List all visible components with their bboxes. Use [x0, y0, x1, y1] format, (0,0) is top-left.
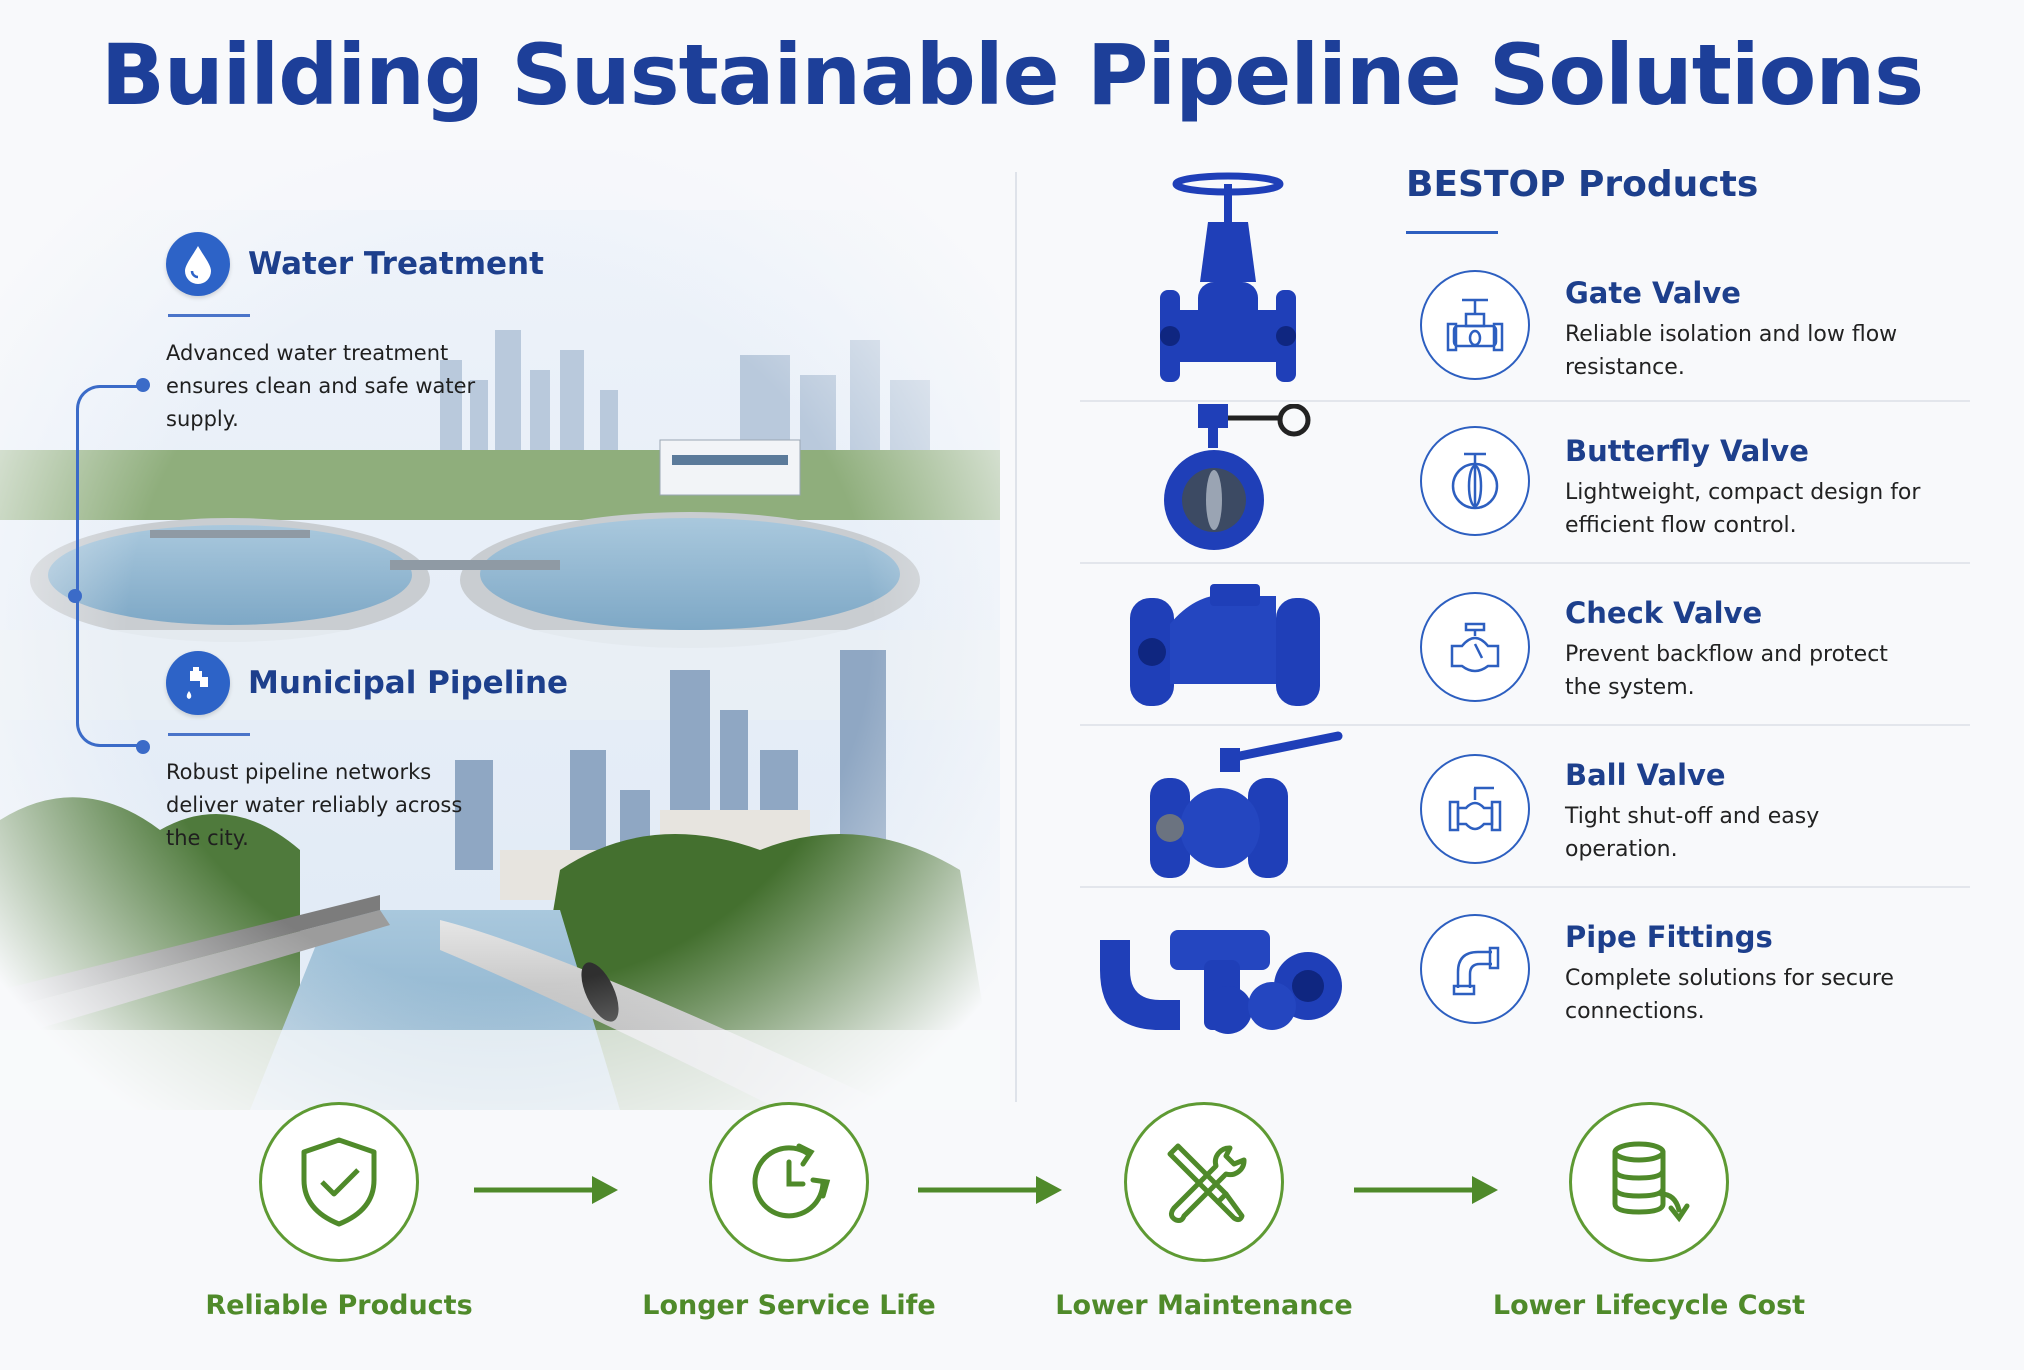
- products-title: BESTOP Products: [1406, 164, 1759, 205]
- arrow-right-icon: [916, 1170, 1066, 1210]
- city-water-scene: [0, 150, 1000, 1110]
- product-name: Pipe Fittings: [1565, 920, 1773, 954]
- product-desc: Prevent backflow and protect the system.: [1565, 642, 1888, 700]
- section-title: Water Treatment: [248, 246, 544, 282]
- column-divider: [1015, 172, 1017, 1102]
- product-desc: Reliable isolation and low flow resistan…: [1565, 322, 1898, 380]
- faucet-icon: [166, 651, 230, 715]
- clock-cycle-icon: [709, 1102, 869, 1262]
- product-row-gate-valve: Gate Valve Reliable isolation and low fl…: [1080, 172, 1970, 402]
- connector-dot: [136, 740, 150, 754]
- section-rule: [168, 733, 250, 736]
- coins-down-icon: [1569, 1102, 1729, 1262]
- product-row-butterfly-valve: Butterfly Valve Lightweight, compact des…: [1080, 403, 1970, 564]
- section-municipal-pipeline: Municipal Pipeline Robust pipeline netwo…: [166, 651, 568, 855]
- tools-icon: [1124, 1102, 1284, 1262]
- gate-valve-image: [1080, 172, 1360, 402]
- flow-label: Reliable Products: [205, 1290, 473, 1321]
- section-title: Municipal Pipeline: [248, 665, 569, 701]
- check-valve-icon: [1420, 592, 1530, 702]
- gate-valve-icon: [1420, 270, 1530, 380]
- section-water-treatment: Water Treatment Advanced water treatment…: [166, 232, 544, 436]
- section-text: Robust pipeline networks deliver water r…: [166, 760, 463, 850]
- arrow-right-icon: [1352, 1170, 1502, 1210]
- page-title: Building Sustainable Pipeline Solutions: [100, 26, 1924, 124]
- product-row-check-valve: Check Valve Prevent backflow and protect…: [1080, 566, 1970, 726]
- product-name: Check Valve: [1565, 596, 1763, 630]
- product-row-ball-valve: Ball Valve Tight shut-off and easy opera…: [1080, 728, 1970, 888]
- shield-check-icon: [259, 1102, 419, 1262]
- product-name: Gate Valve: [1565, 276, 1741, 310]
- flow-label: Longer Service Life: [642, 1290, 936, 1321]
- product-desc: Lightweight, compact design for efficien…: [1565, 480, 1921, 538]
- products-header: BESTOP Products: [1406, 164, 1758, 234]
- flow-label: Lower Lifecycle Cost: [1492, 1290, 1806, 1321]
- product-desc: Complete solutions for secure connection…: [1565, 966, 1894, 1024]
- section-text: Advanced water treatment ensures clean a…: [166, 341, 476, 431]
- product-row-pipe-fittings: Pipe Fittings Complete solutions for sec…: [1080, 890, 1970, 1050]
- butterfly-valve-icon: [1420, 426, 1530, 536]
- connector-dot: [68, 589, 82, 603]
- section-connector: [76, 385, 142, 747]
- ball-valve-icon: [1420, 754, 1530, 864]
- arrow-right-icon: [472, 1170, 622, 1210]
- products-rule: [1406, 231, 1498, 234]
- flow-label: Lower Maintenance: [1055, 1290, 1353, 1321]
- pipe-elbow-icon: [1420, 914, 1530, 1024]
- butterfly-valve-image: [1080, 403, 1360, 564]
- water-drop-icon: [166, 232, 230, 296]
- check-valve-image: [1080, 566, 1360, 726]
- connector-dot: [136, 378, 150, 392]
- section-rule: [168, 314, 250, 317]
- flow-step-longer-service-life: Longer Service Life: [609, 1102, 969, 1321]
- pipe-fittings-image: [1080, 890, 1360, 1050]
- product-desc: Tight shut-off and easy operation.: [1565, 804, 1820, 862]
- product-name: Butterfly Valve: [1565, 434, 1809, 468]
- product-name: Ball Valve: [1565, 758, 1726, 792]
- ball-valve-image: [1080, 728, 1360, 888]
- flow-step-reliable-products: Reliable Products: [159, 1102, 519, 1321]
- flow-step-lower-lifecycle-cost: Lower Lifecycle Cost: [1469, 1102, 1829, 1321]
- flow-step-lower-maintenance: Lower Maintenance: [1024, 1102, 1384, 1321]
